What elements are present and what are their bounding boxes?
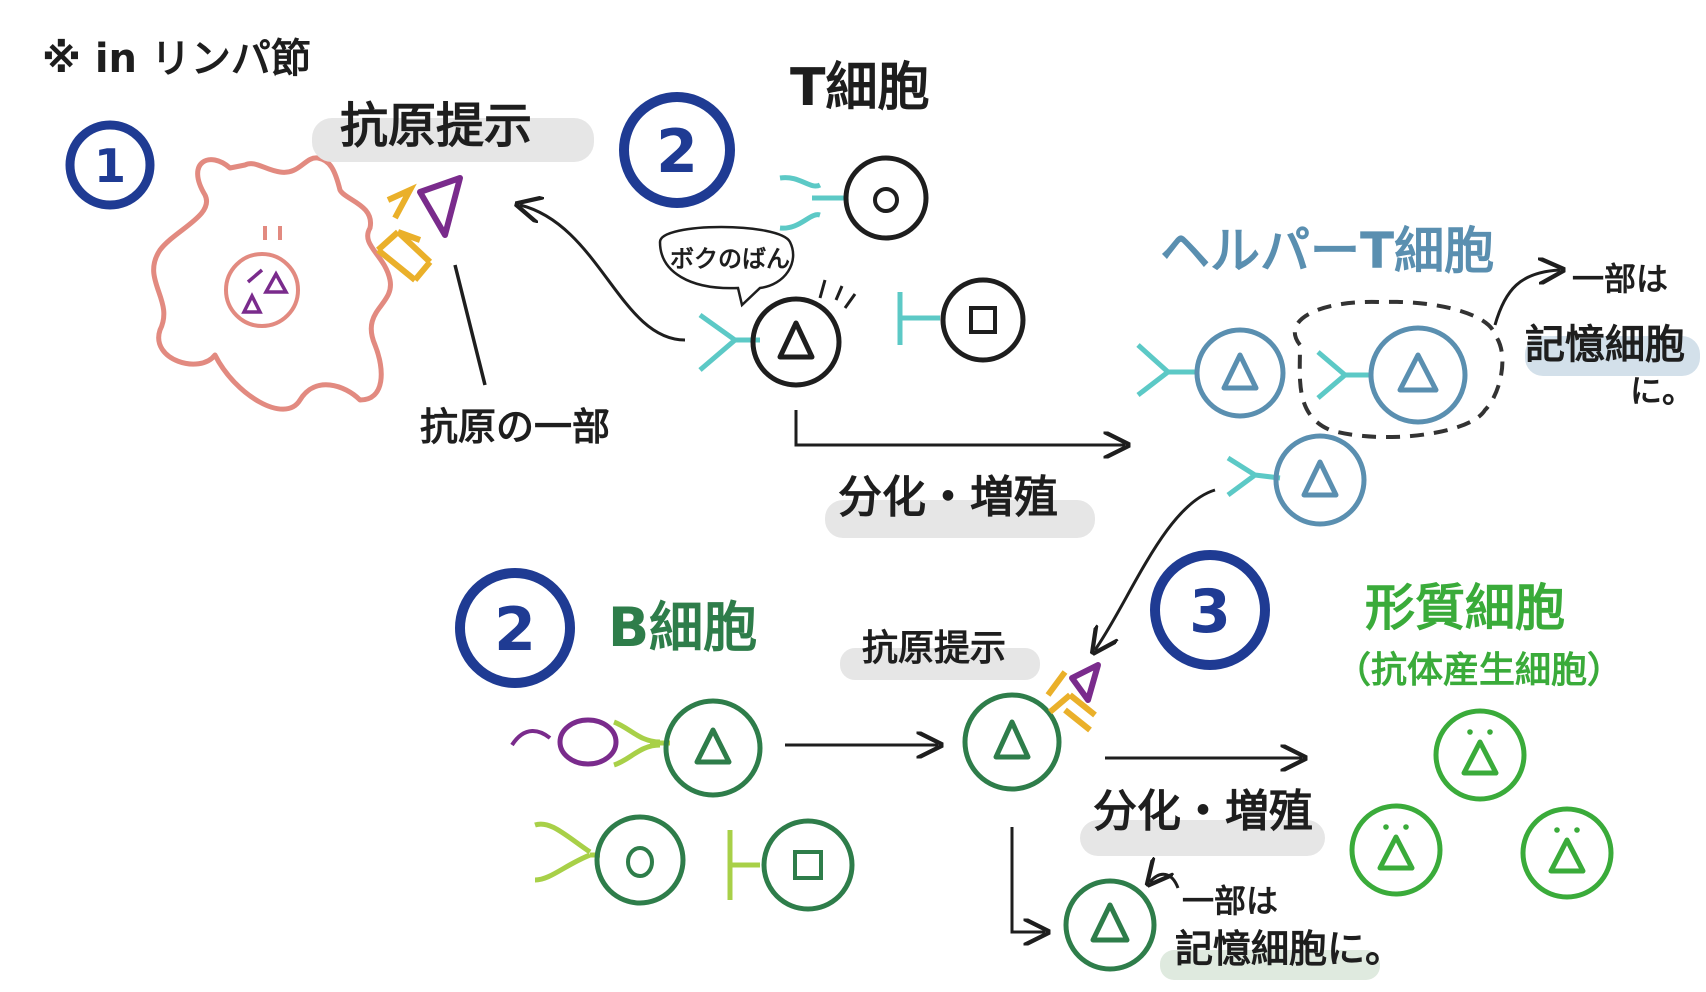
step-3-number: 3 (1189, 577, 1231, 647)
step-2-t-marker: 2 (619, 92, 735, 208)
highlight-antigen-presentation-top (312, 118, 594, 162)
b-cell-triangle (510, 698, 763, 798)
helper-t-cell-label: ヘルパーT細胞 (1160, 222, 1494, 280)
location-note: ※ in リンパ節 (42, 36, 311, 82)
memory-note-bottom-line2: 記憶細胞に。 (1175, 927, 1403, 971)
highlight-differentiation-bottom (1080, 820, 1325, 856)
plasma-cell-2 (1349, 803, 1443, 897)
speech-bubble: ボクのばん (658, 225, 795, 308)
memory-arrow-top (1493, 270, 1560, 326)
step-1-number: 1 (94, 139, 126, 193)
b-cell-label: B細胞 (608, 596, 757, 659)
highlight-differentiation-top (825, 500, 1095, 538)
helper-t-cell-3 (1226, 433, 1367, 527)
t-cell-triangle (698, 279, 857, 388)
antigen-presentation-label-top: 抗原提示 (340, 98, 532, 154)
plasma-cell-3 (1520, 806, 1614, 900)
recognition-arrow-top (520, 205, 686, 342)
step-3-marker: 3 (1150, 550, 1270, 670)
antigen-fragment-label: 抗原の一部 (420, 405, 610, 449)
helper-t-cell-1 (1136, 327, 1286, 419)
memory-b-cell (1063, 878, 1157, 972)
speech-bubble-text: ボクのばん (670, 245, 790, 273)
differentiation-label-bottom: 分化・増殖 (1093, 786, 1313, 837)
plasma-cell-label: 形質細胞 (1365, 579, 1565, 637)
macrophage-icon (151, 155, 393, 412)
memory-note-top-line1: 一部は (1572, 260, 1668, 298)
highlight-antigen-presentation-bottom (840, 648, 1040, 680)
t-cell-circle (779, 155, 929, 241)
highlight-memory-bottom (1160, 950, 1380, 980)
plasma-cell-1 (1433, 708, 1527, 802)
memory-group-top (1292, 299, 1505, 439)
b-cell-circle (534, 814, 686, 906)
step-2-b-number: 2 (494, 595, 536, 665)
step-1-marker: 1 (65, 120, 155, 210)
highlight-memory-top (1525, 336, 1700, 376)
t-cell-label: T細胞 (790, 58, 929, 118)
presenting-b-cell (962, 662, 1101, 792)
antigen-on-mhc-top (375, 175, 463, 283)
bacterium-icon (557, 717, 619, 767)
memory-arrow-bottom-line (1010, 827, 1045, 932)
helper-activation-arrow (1095, 488, 1216, 650)
differentiation-label-top: 分化・増殖 (838, 472, 1058, 523)
memory-arrow-bottom (1150, 874, 1180, 888)
antigen-fragment-pointer (453, 264, 487, 386)
plasma-cell-sublabel: （抗体産生細胞） (1335, 649, 1623, 691)
step-2-b-marker: 2 (455, 568, 575, 688)
memory-note-top-line3: に。 (1630, 372, 1694, 410)
memory-note-bottom-line1: 一部は (1182, 882, 1278, 920)
step-2-t-number: 2 (656, 117, 698, 187)
differentiation-arrow-top (794, 410, 1125, 445)
t-cell-square (897, 277, 1026, 363)
antigen-presentation-label-bottom: 抗原提示 (862, 627, 1006, 669)
b-cell-square (727, 818, 855, 912)
memory-note-top-line2: 記憶細胞 (1525, 322, 1685, 368)
